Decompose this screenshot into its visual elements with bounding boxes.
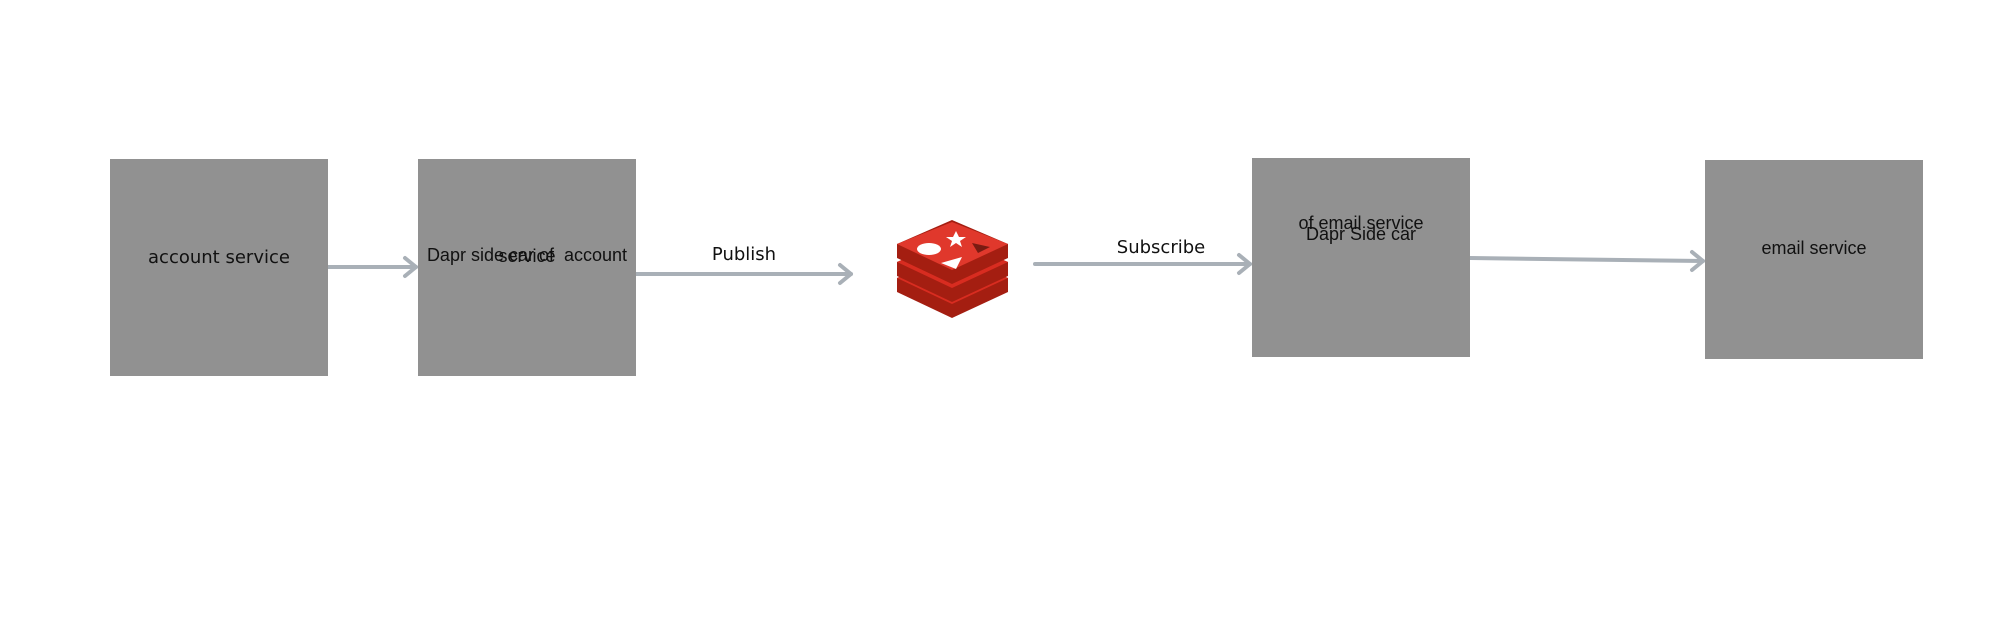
email-sidecar-label-line2: of email service [1298,212,1424,233]
account-sidecar-label-line1: Dapr side car of account [426,244,628,265]
account-service-node: account service [110,159,328,376]
account-service-label: account service [148,247,290,268]
arrow-account-to-sidecar [326,256,418,278]
redis-logo-icon [897,220,1008,318]
email-sidecar-node: Dapr Side car of email service [1252,158,1470,357]
subscribe-label: Subscribe [1116,237,1206,258]
account-sidecar-label-line2: service [498,245,556,266]
email-service-node: email service [1705,160,1923,359]
arrow-publish [634,263,853,285]
publish-label: Publish [711,244,777,265]
email-service-label: email service [1761,238,1867,258]
email-sidecar-label-line1: Dapr Side car [1305,223,1417,244]
arrow-sidecar-to-email [1468,250,1705,272]
account-sidecar-node: Dapr side car of account service [418,159,636,376]
arrow-subscribe [1033,253,1252,275]
